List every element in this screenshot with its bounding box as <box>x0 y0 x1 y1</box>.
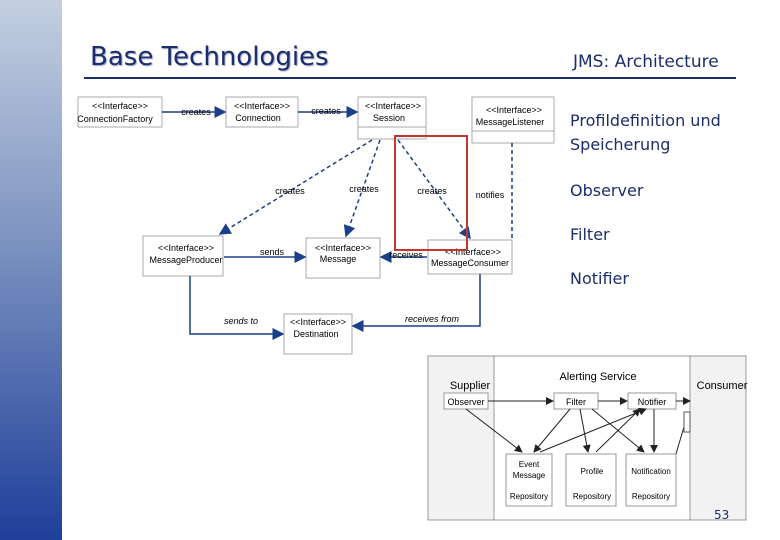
event-label: Event <box>519 460 540 469</box>
title-rule <box>84 77 736 79</box>
svg-text:notifies: notifies <box>476 190 505 200</box>
sidebar-gradient <box>0 0 62 540</box>
svg-text:MessageProducer: MessageProducer <box>149 255 222 265</box>
notification-label: Notification <box>631 467 671 476</box>
svg-text:receives from: receives from <box>405 314 460 324</box>
svg-text:Connection: Connection <box>235 113 281 123</box>
note-filter: Filter <box>570 225 610 244</box>
svg-text:creates: creates <box>349 184 379 194</box>
svg-text:<<Interface>>: <<Interface>> <box>315 243 371 253</box>
relation-consumer-receives: receives <box>379 250 427 263</box>
consumer-column <box>689 355 747 521</box>
relation-session-creates-message: creates <box>343 139 381 238</box>
repository-event-label: Repository <box>510 492 548 501</box>
slide-subtitle: JMS: Architecture <box>573 52 719 72</box>
alerting-service-label: Alerting Service <box>559 371 636 383</box>
supplier-label: Supplier <box>450 380 491 392</box>
svg-text:MessageConsumer: MessageConsumer <box>431 258 509 268</box>
box-connection: <<Interface>> Connection <box>225 96 299 128</box>
repository-profile-label: Repository <box>573 492 611 501</box>
relation-session-creates-consumer: creates <box>397 139 471 240</box>
relation-listener-notifies: notifies <box>476 143 513 239</box>
box-message: <<Interface>> Message <box>305 237 381 279</box>
box-message-consumer: <<Interface>> MessageConsumer <box>427 239 513 275</box>
notifier-label: Notifier <box>638 397 667 407</box>
note-profile-definition: Profildefinition und Speicherung <box>570 111 721 154</box>
message-label: Message <box>513 471 546 480</box>
relation-consumer-receives-from: receives from <box>351 274 481 332</box>
svg-text:receives: receives <box>389 250 423 260</box>
svg-text:<<Interface>>: <<Interface>> <box>234 101 290 111</box>
box-destination: <<Interface>> Destination <box>283 313 353 355</box>
svg-text:<<Interface>>: <<Interface>> <box>92 101 148 111</box>
note-notifier: Notifier <box>570 269 629 288</box>
filter-label: Filter <box>566 397 586 407</box>
supplier-column <box>427 355 495 521</box>
relation-producer-sends-to: sends to <box>189 276 285 340</box>
svg-text:creates: creates <box>311 106 341 116</box>
svg-text:sends to: sends to <box>224 316 258 326</box>
relation-session-creates-producer: creates <box>218 139 373 235</box>
consumer-label: Consumer <box>697 380 748 392</box>
svg-text:creates: creates <box>275 186 305 196</box>
slide-title: Base Technologies <box>90 42 329 72</box>
svg-text:sends: sends <box>260 247 285 257</box>
svg-text:ConnectionFactory: ConnectionFactory <box>77 114 153 124</box>
box-session: <<Interface>> Session <box>357 96 427 140</box>
repository-notification-label: Repository <box>632 492 670 501</box>
relation-producer-sends: sends <box>224 247 307 263</box>
svg-text:MessageListener: MessageListener <box>476 117 545 127</box>
highlight-rectangle <box>394 135 468 251</box>
svg-text:Destination: Destination <box>293 329 338 339</box>
box-message-producer: <<Interface>> MessageProducer <box>142 235 224 277</box>
profile-label: Profile <box>581 467 604 476</box>
svg-text:Session: Session <box>373 113 405 123</box>
box-connection-factory: <<Interface>> ConnectionFactory <box>77 96 163 128</box>
svg-text:creates: creates <box>417 186 447 196</box>
svg-text:<<Interface>>: <<Interface>> <box>158 243 214 253</box>
alerting-architecture: Supplier Alerting Service Consumer Obser… <box>427 355 748 521</box>
svg-text:<<Interface>>: <<Interface>> <box>486 105 542 115</box>
note-observer: Observer <box>570 181 644 200</box>
svg-text:creates: creates <box>181 107 211 117</box>
svg-text:<<Interface>>: <<Interface>> <box>290 317 346 327</box>
svg-text:<<Interface>>: <<Interface>> <box>445 247 501 257</box>
observer-label: Observer <box>447 397 484 407</box>
page-number: 53 <box>714 508 730 522</box>
svg-text:Message: Message <box>320 254 357 264</box>
box-message-listener: <<Interface>> MessageListener <box>471 96 555 144</box>
relation-connection-creates: creates <box>298 106 359 118</box>
svg-text:<<Interface>>: <<Interface>> <box>365 101 421 111</box>
relation-factory-creates: creates <box>162 106 227 118</box>
